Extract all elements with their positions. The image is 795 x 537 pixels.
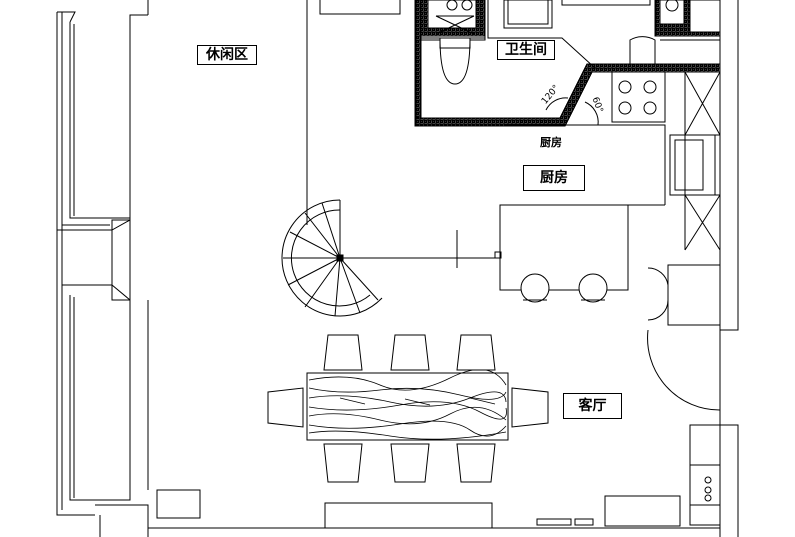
room-label-bathroom: 卫生间 xyxy=(497,40,555,60)
stove xyxy=(611,71,666,123)
room-label-kitchen: 厨房 xyxy=(523,165,585,191)
top-cabinet xyxy=(319,0,401,15)
dining-table xyxy=(306,372,509,441)
bar-stool xyxy=(520,273,550,303)
tv-cabinet xyxy=(324,502,493,529)
room-text-kitchen: 厨房 xyxy=(540,136,562,149)
right-wall xyxy=(647,0,739,537)
room-label-living: 客厅 xyxy=(563,393,622,419)
dining-set xyxy=(267,334,549,483)
bathroom xyxy=(414,0,721,127)
door-swing xyxy=(647,329,721,411)
kitchen-island xyxy=(499,204,629,291)
kitchen xyxy=(340,71,721,303)
bar-stool xyxy=(578,273,608,303)
room-label-lounge: 休闲区 xyxy=(197,45,257,65)
bay-window-lower xyxy=(56,280,149,537)
wall-column xyxy=(56,219,131,301)
bay-window-upper xyxy=(56,11,148,231)
bottom-wall xyxy=(148,489,720,529)
spiral-staircase xyxy=(281,199,383,317)
